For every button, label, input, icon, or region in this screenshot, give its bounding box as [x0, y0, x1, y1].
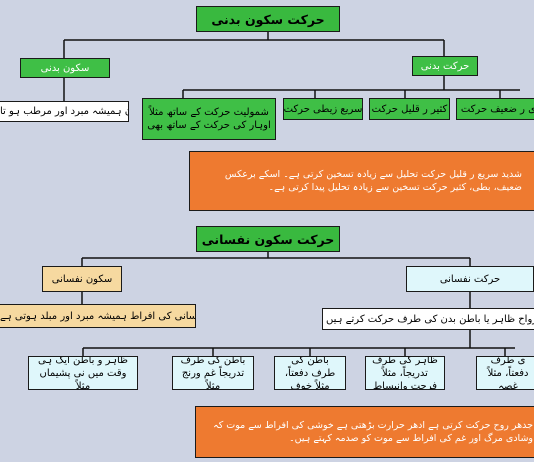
section2-title: حرکت سکون نفسانی	[196, 226, 340, 252]
physical-motion-box: حرکت بدنی	[412, 56, 478, 76]
psychic-motion-desc: روح اور ارواح ظاہر یا باطن بدن کی طرف حر…	[322, 308, 534, 330]
motion-outward-gradual: ظاہر کی طرف تدریجاً، مثلاً فرحت وانبساط	[365, 356, 445, 390]
physical-rest-box: سکون بدنی	[20, 58, 110, 78]
section1-title: حرکت سکون بدنی	[196, 6, 340, 32]
section1-note: شدید سریع ر قلیل حرکت تحلیل سے زیادہ تسخ…	[189, 151, 534, 211]
psychic-motion-box: حرکت نفسانی	[406, 266, 534, 292]
motion-inward-gradual: باطن کی طرف تدریجاً غم ورنج مثلاً	[172, 356, 254, 390]
psychic-rest-box: سکون نفسانی	[42, 266, 122, 292]
motion-type-fast-slow: سریع زیطی حرکت	[283, 98, 363, 120]
psychic-rest-desc: سکون نفسانی کی افراط ہمیشہ مبرد اور مبلد…	[0, 304, 196, 328]
motion-inward-sudden: باطن کی طرف دفعتاً، مثلاً خوف	[274, 356, 346, 390]
motion-outward-sudden: ی طرف دفعتاً، مثلاً غصہ	[476, 356, 534, 390]
motion-type-much-little: کثیر ر قلیل حرکت	[369, 98, 450, 120]
motion-outer-inner-same-time: ظاہر و باطن ایک ہی وقت میں نی پشیماں مثل…	[28, 356, 138, 390]
physical-rest-desc: سکون ہمیشہ مبرد اور مرطب ہو تا	[0, 101, 129, 122]
motion-type-combined: شمولیت حرکت کے ساتھ مثلاً اوہار کی حرکت …	[142, 98, 276, 140]
motion-type-strong-weak: ی ر ضعیف حرکت	[456, 98, 534, 120]
section2-note: جدھر روح حرکت کرتی ہے ادھر حرارت بڑھتی ہ…	[195, 406, 534, 458]
